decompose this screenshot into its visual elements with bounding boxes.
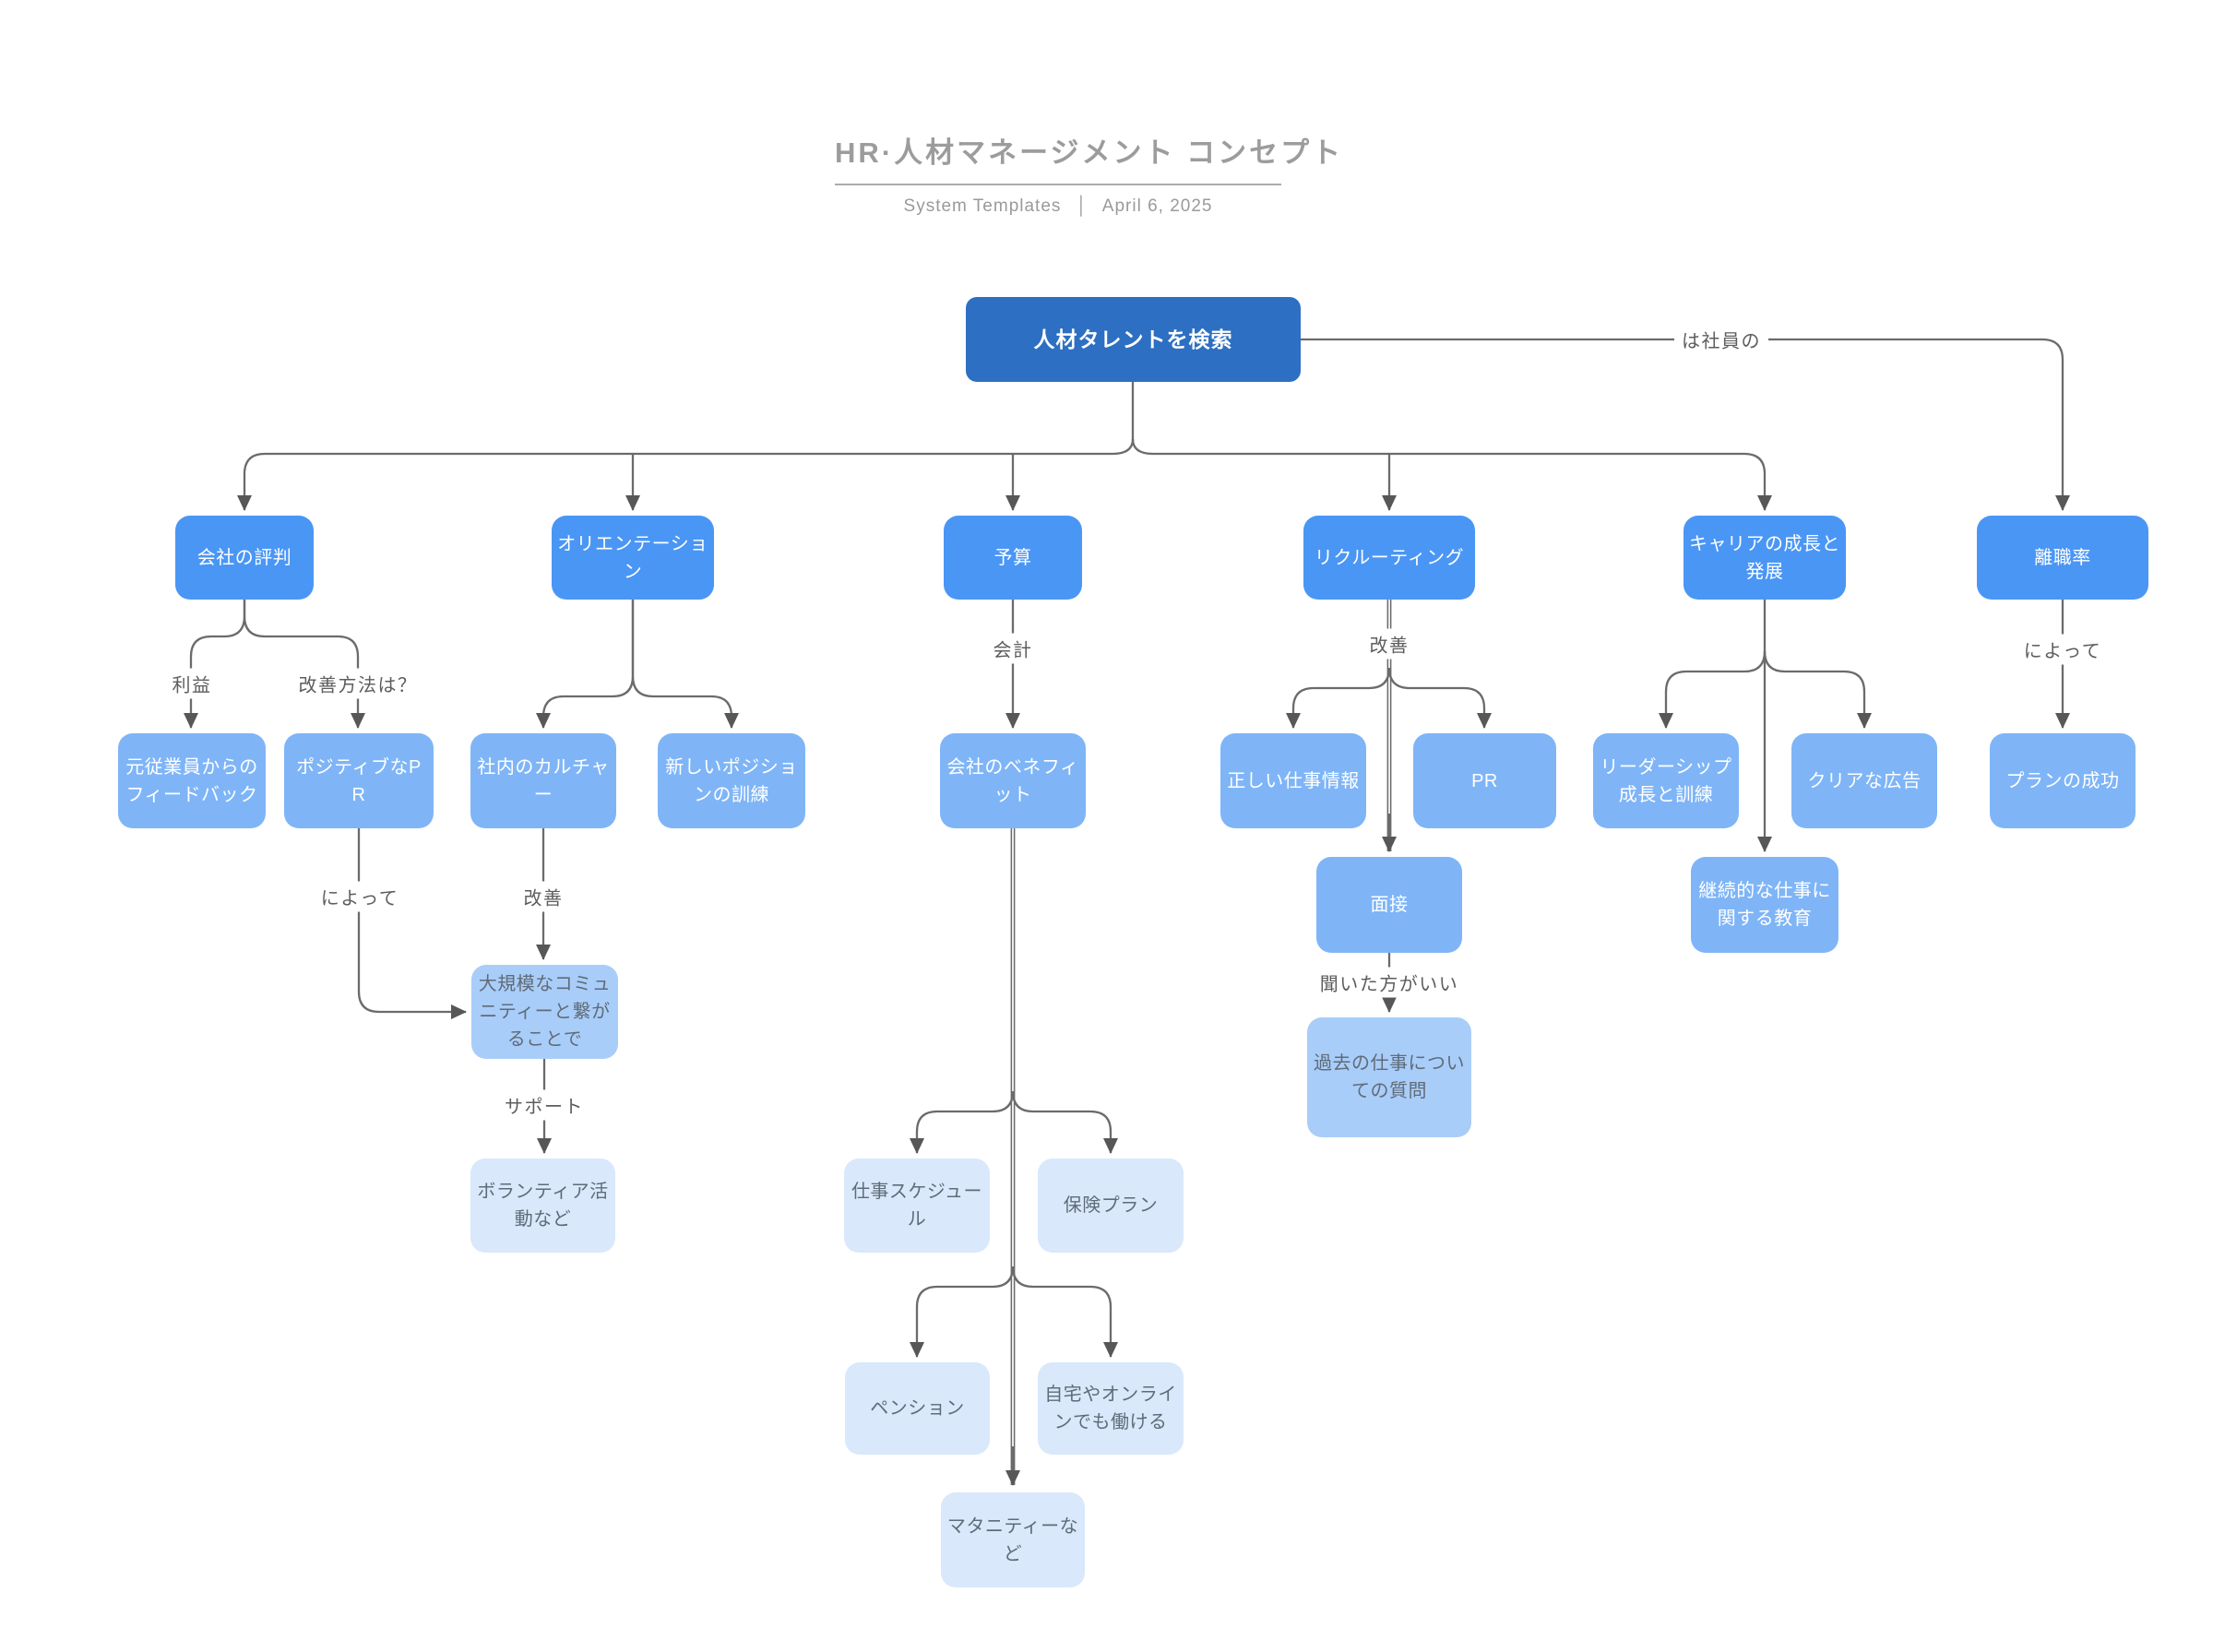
edge-benefit-insurance — [1011, 1090, 1118, 1154]
node-clearad[interactable]: クリアな広告 — [1791, 733, 1937, 828]
node-jobinfo[interactable]: 正しい仕事情報 — [1220, 733, 1366, 828]
node-mensetsu[interactable]: 面接 — [1316, 857, 1462, 953]
node-community[interactable]: 大規模なコミュニティーと繋がることで — [471, 965, 618, 1059]
edge-orientation-culture — [536, 600, 635, 729]
edge-label-kaizen_q[interactable]: 改善方法は？ — [291, 668, 425, 699]
edge-positivepr-community — [357, 828, 467, 1019]
edge-recruiting-jobinfo — [1286, 667, 1391, 729]
edge-fan-career — [1131, 438, 1772, 511]
node-positivepr[interactable]: ポジティブなPR — [284, 733, 434, 828]
meta-separator: │ — [1076, 196, 1089, 216]
node-culture[interactable]: 社内のカルチャー — [470, 733, 616, 828]
node-benefit[interactable]: 会社のベネフィット — [940, 733, 1086, 828]
node-career[interactable]: キャリアの成長と発展 — [1684, 516, 1846, 600]
edge-hyoban-positivepr — [243, 600, 365, 729]
edge-fan-hyoban — [237, 438, 1135, 511]
edge-label-support[interactable]: サポート — [497, 1089, 591, 1121]
edge-label-niyotte2[interactable]: によって — [2016, 634, 2110, 665]
node-schedule[interactable]: 仕事スケジュール — [844, 1159, 990, 1253]
node-education[interactable]: 継続的な仕事に関する教育 — [1691, 857, 1838, 953]
page-title: HR·人材マネージメント コンセプト — [835, 137, 1344, 169]
node-plansuccess[interactable]: プランの成功 — [1990, 733, 2136, 828]
node-hyoban[interactable]: 会社の評判 — [175, 516, 314, 600]
node-maternity[interactable]: マタニティーなど — [941, 1492, 1085, 1587]
meta-author: System Templates — [903, 196, 1062, 216]
edge-label-niyotte1[interactable]: によって — [313, 881, 407, 912]
edge-label-kaizen2[interactable]: 改善 — [1362, 628, 1417, 660]
node-orientation[interactable]: オリエンテーション — [552, 516, 714, 600]
node-pr[interactable]: PR — [1413, 733, 1556, 828]
edge-career-clearad — [1763, 650, 1872, 729]
edge-label-shain[interactable]: は社員の — [1674, 324, 1768, 355]
meta-date: April 6, 2025 — [1101, 196, 1213, 216]
node-rishoku[interactable]: 離職率 — [1977, 516, 2148, 600]
edge-root-rishoku — [1301, 338, 2070, 511]
edge-benefit-remote — [1011, 1266, 1118, 1358]
edge-hyoban-feedback — [184, 600, 246, 729]
edge-label-kiita[interactable]: 聞いた方がいい — [1312, 967, 1467, 998]
node-root[interactable]: 人材タレントを検索 — [966, 297, 1301, 382]
edge-benefit-schedule — [910, 1090, 1015, 1154]
node-insurance[interactable]: 保険プラン — [1038, 1159, 1184, 1253]
node-pension[interactable]: ペンション — [845, 1362, 990, 1455]
node-volunteer[interactable]: ボランティア活動など — [470, 1159, 615, 1253]
node-remote[interactable]: 自宅やオンラインでも働ける — [1038, 1362, 1184, 1455]
title-block: HR·人材マネージメント コンセプト System Templates │ Ap… — [835, 129, 1344, 217]
edge-label-kaikei[interactable]: 会計 — [985, 633, 1041, 664]
edge-benefit-pension — [910, 1266, 1015, 1358]
node-newposition[interactable]: 新しいポジションの訓練 — [658, 733, 805, 828]
node-pastjob[interactable]: 過去の仕事についての質問 — [1307, 1017, 1471, 1137]
edge-orientation-newposition — [631, 600, 739, 729]
node-recruiting[interactable]: リクルーティング — [1303, 516, 1475, 600]
node-leadership[interactable]: リーダーシップ成長と訓練 — [1593, 733, 1739, 828]
node-yosan[interactable]: 予算 — [944, 516, 1082, 600]
title-meta: System Templates │ April 6, 2025 — [835, 196, 1281, 217]
node-feedback[interactable]: 元従業員からのフィードバック — [118, 733, 266, 828]
edge-label-rieki[interactable]: 利益 — [164, 668, 220, 699]
edge-recruiting-pr — [1387, 667, 1492, 729]
edge-career-leadership — [1659, 650, 1767, 729]
edge-label-kaizen1[interactable]: 改善 — [516, 881, 571, 912]
title-divider — [835, 184, 1281, 185]
